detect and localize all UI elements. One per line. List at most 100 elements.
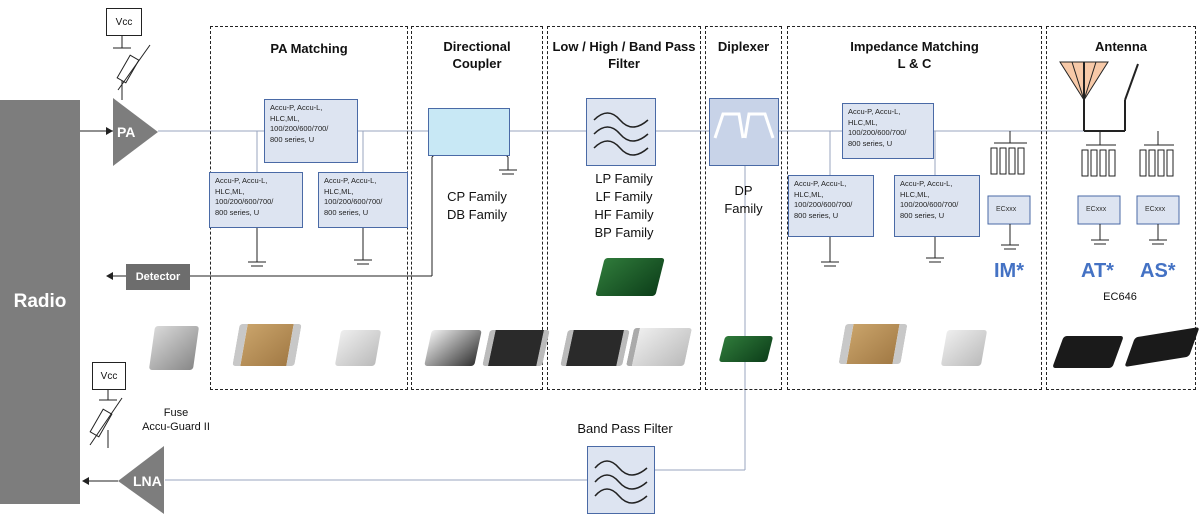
fuse-label-line-2: Accu-Guard II [142, 421, 210, 433]
component-line: 800 series, U [794, 210, 839, 220]
chip-photo [482, 330, 550, 366]
chip-photo [148, 326, 200, 370]
family-line: BP Family [594, 225, 654, 240]
component-line: 800 series, U [215, 207, 260, 217]
family-line: DB Family [447, 207, 507, 222]
component-line: HLC,ML, [794, 189, 824, 199]
band-pass-filter-label: Band Pass Filter [577, 421, 673, 436]
at-ec-array [1077, 131, 1121, 245]
component-box-pa-shunt-1: Accu-P, Accu-L, HLC,ML, 100/200/600/700/… [209, 172, 303, 228]
title-pa-matching: PA Matching [270, 41, 348, 56]
section-antenna [1046, 26, 1196, 390]
component-line: Accu-P, Accu-L, [794, 179, 847, 188]
component-line: 800 series, U [848, 138, 893, 148]
vcc-top-box: Vcc [106, 8, 142, 36]
component-line: HLC,ML, [848, 117, 878, 127]
component-line: 100/200/600/700/ [848, 128, 907, 137]
diplexer-family-text: DP Family [705, 182, 782, 218]
section-directional-coupler [411, 26, 543, 390]
family-line: HF Family [594, 207, 654, 222]
vcc-bottom-box: Vcc [92, 362, 126, 390]
im-badge: IM* [994, 260, 1024, 282]
component-line: Accu-P, Accu-L, [270, 103, 323, 112]
filter-family-text: LP Family LF Family HF Family BP Family [547, 170, 701, 242]
component-box-imp-shunt-1: Accu-P, Accu-L, HLC,ML, 100/200/600/700/… [788, 175, 874, 237]
component-line: 100/200/600/700/ [215, 197, 274, 206]
pa-label: PA [117, 124, 136, 140]
detector-box: Detector [126, 264, 190, 290]
component-line: 100/200/600/700/ [900, 200, 959, 209]
component-line: 100/200/600/700/ [270, 124, 329, 133]
pa-amplifier-shape [113, 98, 158, 166]
component-line: 800 series, U [270, 134, 315, 144]
family-line: CP Family [447, 189, 507, 204]
component-box-imp-shunt-2: Accu-P, Accu-L, HLC,ML, 100/200/600/700/… [894, 175, 980, 237]
coupler-family-text: CP Family DB Family [411, 188, 543, 224]
component-line: 100/200/600/700/ [324, 197, 383, 206]
title-coupler-line-2: Coupler [452, 56, 502, 71]
family-line: Family [724, 201, 763, 216]
component-line: Accu-P, Accu-L, [848, 107, 901, 116]
component-box-pa-shunt-2: Accu-P, Accu-L, HLC,ML, 100/200/600/700/… [318, 172, 408, 228]
chip-photo [625, 328, 693, 366]
chip-photo [424, 330, 482, 366]
component-line: 800 series, U [900, 210, 945, 220]
title-diplexer: Diplexer [717, 39, 770, 54]
chip-photo [560, 330, 630, 366]
title-filter-line-1: Low / High / Band Pass [552, 39, 696, 54]
component-line: HLC,ML, [900, 189, 930, 199]
fuse-bottom-icon [89, 397, 123, 446]
radio-label: Radio [13, 291, 67, 312]
lna-label: LNA [133, 473, 162, 489]
coupler-block-icon [428, 108, 510, 156]
title-directional-coupler: Directional Coupler [411, 38, 543, 72]
im-ec-array [987, 131, 1031, 250]
fuse-label-line-1: Fuse [163, 407, 189, 419]
title-filter: Low / High / Band Pass Filter [547, 38, 701, 72]
component-line: Accu-P, Accu-L, [900, 179, 953, 188]
ec-label-im: ECxxx [996, 206, 1017, 213]
diplexer-icon [709, 98, 779, 166]
filter-icon [586, 98, 656, 166]
component-line: Accu-P, Accu-L, [324, 176, 377, 185]
section-diplexer [705, 26, 782, 390]
component-box-imp-series: Accu-P, Accu-L, HLC,ML, 100/200/600/700/… [842, 103, 934, 159]
at-badge: AT* [1081, 260, 1114, 282]
title-impedance-line-2: L & C [897, 56, 932, 71]
lna-amplifier-shape [118, 446, 164, 514]
chip-photo [1052, 336, 1124, 368]
chip-photo [232, 324, 302, 366]
title-impedance: Impedance Matching L & C [787, 38, 1042, 72]
section-filter [547, 26, 701, 390]
family-line: LF Family [595, 189, 653, 204]
fuse-label: Fuse Accu-Guard II [134, 406, 218, 434]
family-line: LP Family [595, 171, 653, 186]
title-coupler-line-1: Directional [443, 39, 511, 54]
as-badge: AS* [1140, 260, 1176, 282]
radio-block: Radio [0, 100, 80, 504]
chip-photo [940, 330, 988, 366]
fuse-top-icon [116, 44, 151, 91]
component-box-pa-series: Accu-P, Accu-L, HLC,ML, 100/200/600/700/… [264, 99, 358, 163]
component-line: HLC,ML, [215, 186, 245, 196]
section-impedance [787, 26, 1042, 390]
chip-photo [334, 330, 382, 366]
chip-photo [595, 258, 665, 296]
title-impedance-line-1: Impedance Matching [850, 39, 979, 54]
chip-photo [838, 324, 908, 364]
band-pass-filter-icon [587, 446, 655, 514]
component-line: Accu-P, Accu-L, [215, 176, 268, 185]
ec-label-as: ECxxx [1145, 206, 1166, 213]
chip-photo [718, 336, 774, 362]
ec646-label: EC646 [1103, 291, 1137, 303]
ec-label-at: ECxxx [1086, 206, 1107, 213]
component-line: HLC,ML, [270, 113, 300, 123]
as-ec-array [1136, 131, 1180, 245]
component-line: 800 series, U [324, 207, 369, 217]
component-line: 100/200/600/700/ [794, 200, 853, 209]
family-line: DP [734, 183, 753, 198]
component-line: HLC,ML, [324, 186, 354, 196]
title-filter-line-2: Filter [608, 56, 640, 71]
title-antenna: Antenna [1095, 39, 1147, 54]
